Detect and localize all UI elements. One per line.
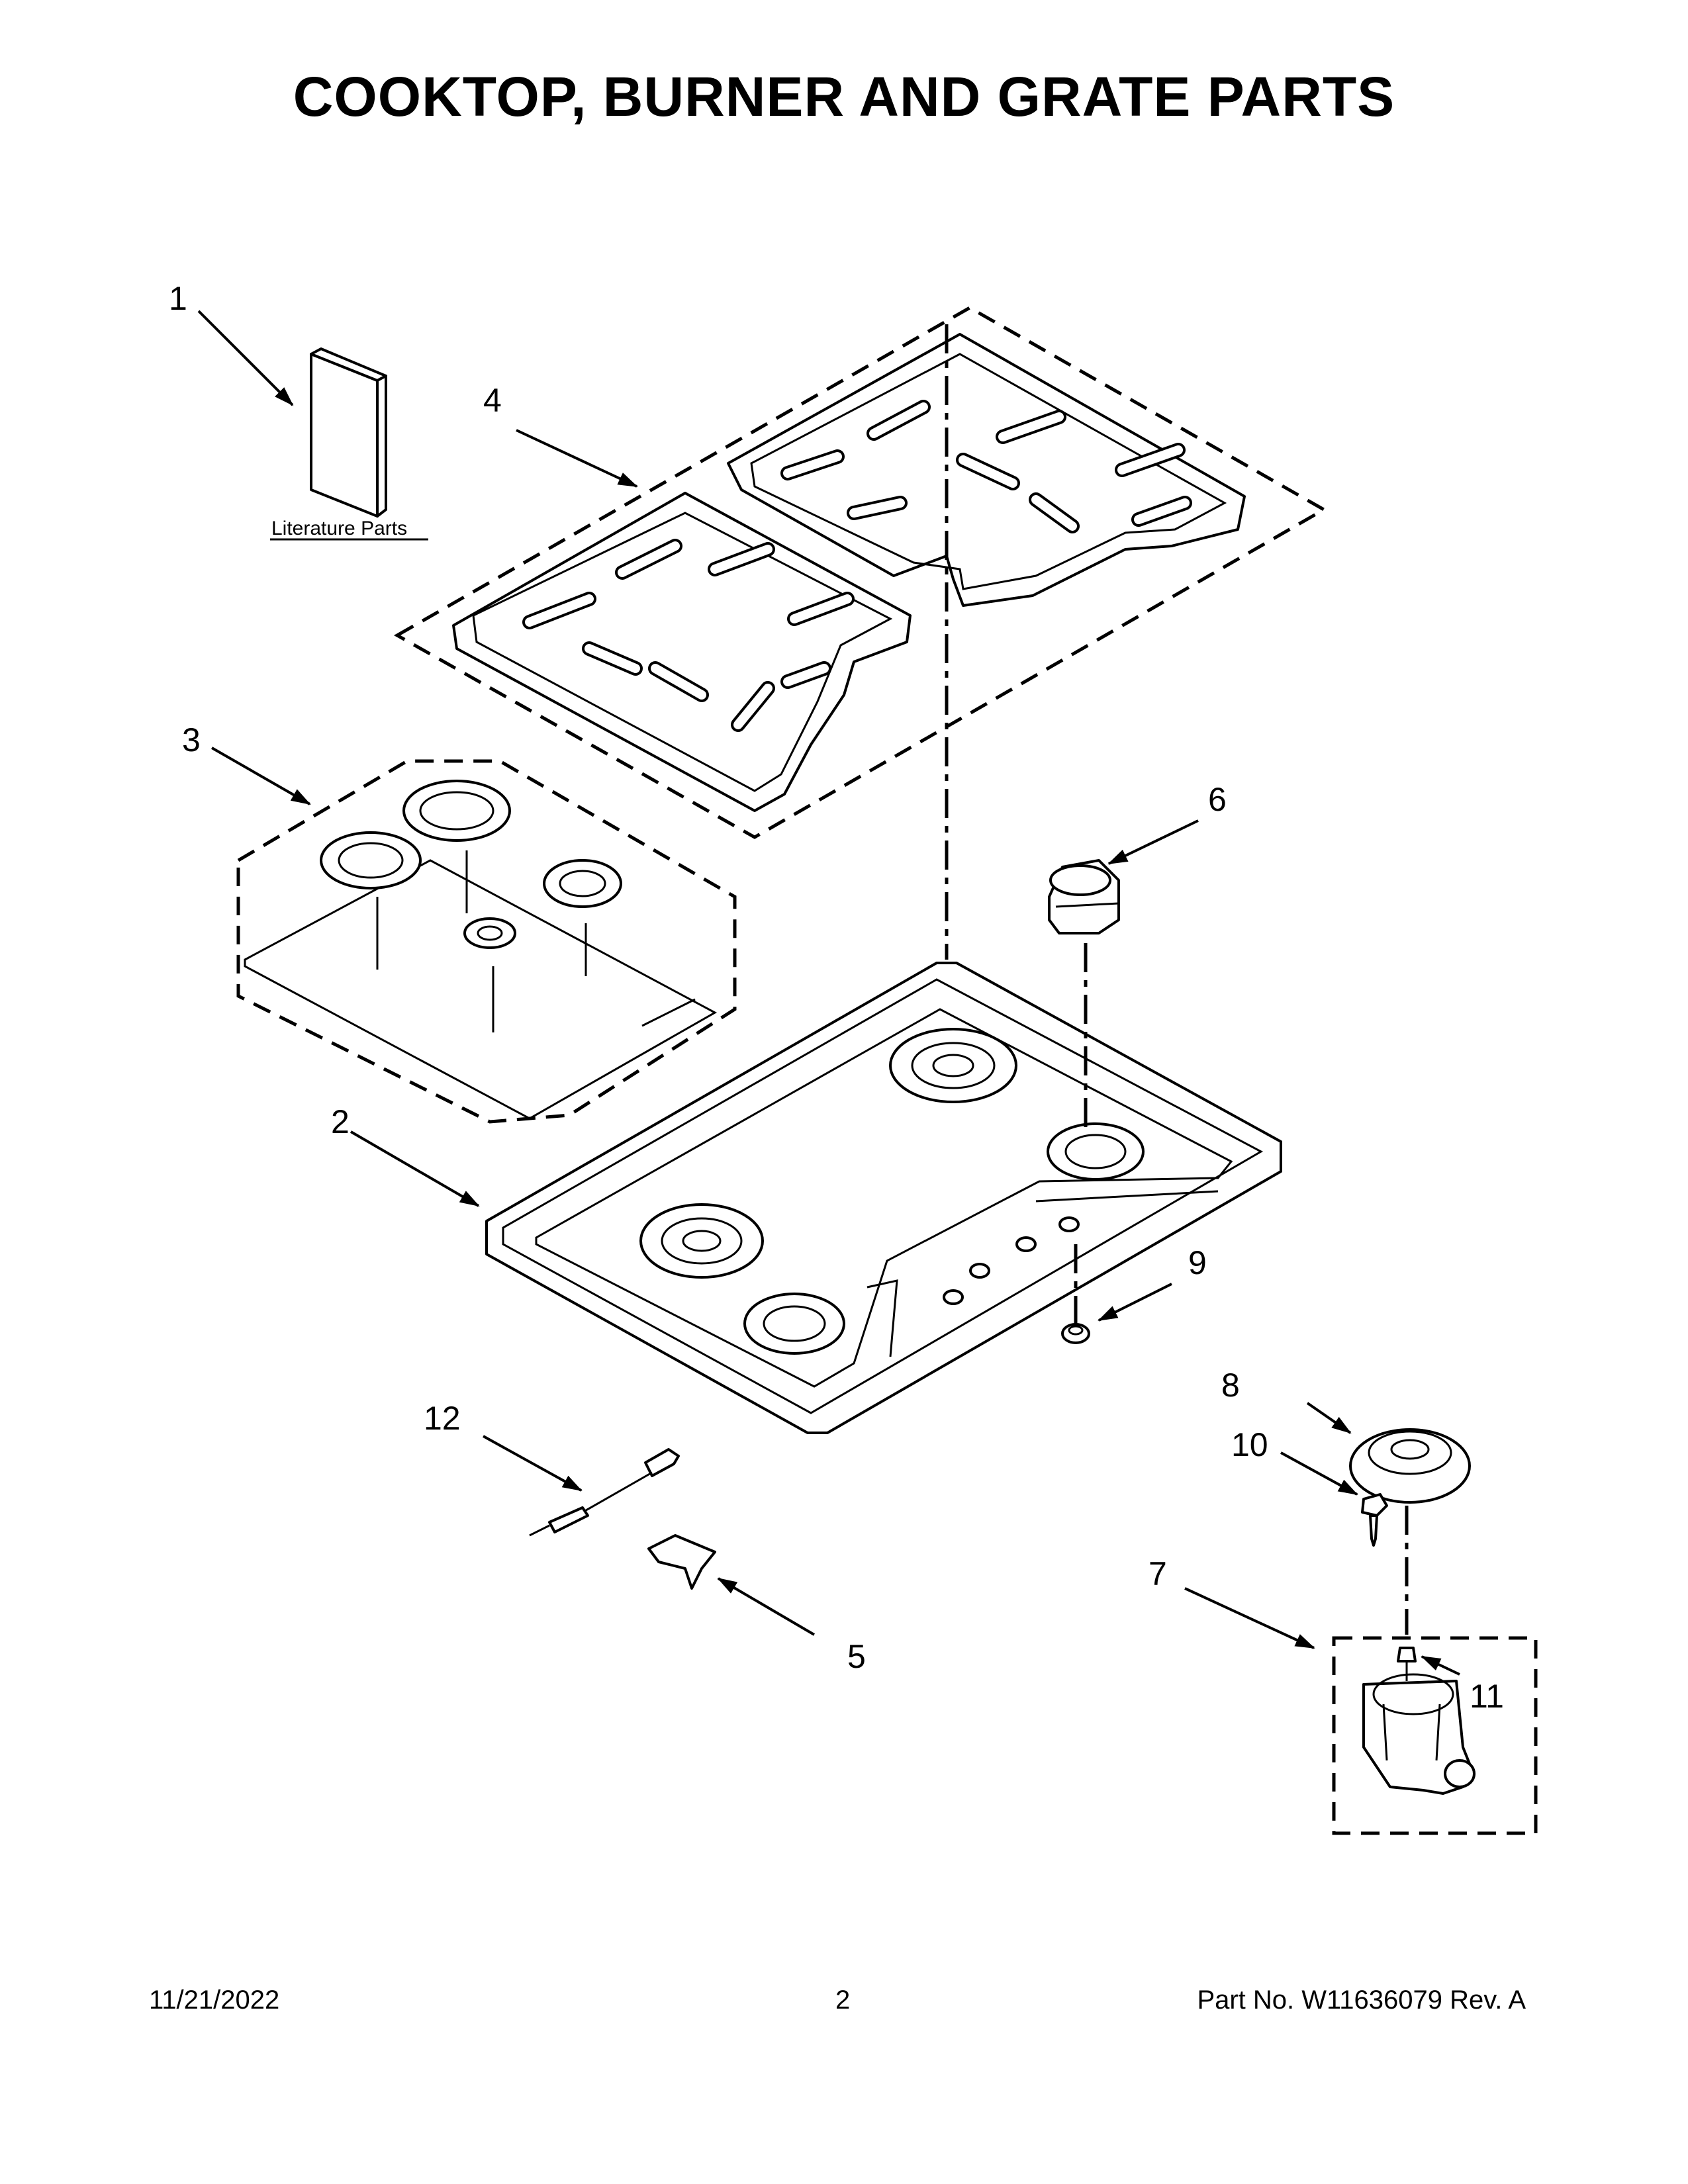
callout-9: 9 (1188, 1244, 1207, 1281)
control-knob (1048, 819, 1199, 1135)
leader-line-6 (1107, 819, 1199, 865)
leader-line-5 (717, 1577, 816, 1636)
burner-base-outline (1332, 1636, 1538, 1835)
callout-2: 2 (331, 1103, 350, 1140)
leader-line-4 (516, 429, 638, 488)
igniter-clip (647, 1534, 816, 1636)
valve-holes (943, 1216, 1080, 1305)
literature-parts-label: Literature Parts (271, 518, 407, 539)
burner-cap-kit (211, 747, 737, 1124)
grate-kit-outline (393, 306, 1328, 839)
igniter-electrode (483, 1435, 680, 1537)
page-title: COOKTOP, BURNER AND GRATE PARTS (293, 66, 1395, 128)
burner-cap-medium-right (543, 859, 622, 976)
burner-opening-right-rear (889, 1028, 1017, 1103)
burner-opening-left-front (743, 1293, 845, 1355)
orifice (1397, 1647, 1460, 1681)
burner-opening-right-front (1047, 1122, 1145, 1181)
leader-line-3 (211, 747, 311, 805)
burner-base-kit (1184, 1587, 1538, 1835)
leader-line-7 (1184, 1587, 1315, 1649)
callout-6: 6 (1208, 781, 1227, 818)
left-grate (452, 492, 912, 812)
burner-opening-left-rear (639, 1203, 764, 1279)
leader-line-12 (483, 1435, 583, 1492)
leader-line-8 (1306, 1402, 1352, 1434)
burner-cap-large-top (402, 780, 511, 913)
cooktop-panel (350, 962, 1282, 1434)
leader-line-9 (1098, 1283, 1172, 1322)
leader-line-11 (1421, 1655, 1460, 1676)
callout-12: 12 (424, 1400, 461, 1437)
burner-cap-large-left (320, 831, 422, 970)
callout-10: 10 (1231, 1426, 1268, 1463)
burner-head (1306, 1402, 1471, 1504)
callout-3: 3 (182, 721, 201, 758)
knob-grommet (1061, 1244, 1172, 1344)
leader-line-2 (350, 1130, 480, 1207)
callout-8: 8 (1221, 1367, 1240, 1404)
burner-cap-small-center (463, 917, 516, 1032)
leader-line-10 (1280, 1451, 1358, 1496)
callout-4: 4 (483, 382, 502, 419)
callout-7: 7 (1149, 1555, 1167, 1592)
footer-part-number: Part No. W11636079 Rev. A (1197, 1985, 1526, 2015)
callout-11: 11 (1470, 1678, 1504, 1715)
leader-line-1 (197, 310, 294, 406)
grate-set (393, 306, 1328, 839)
callout-5: 5 (847, 1638, 866, 1675)
footer-page-number: 2 (835, 1985, 851, 2015)
callout-1: 1 (169, 280, 187, 317)
literature-parts-booklet (197, 310, 387, 518)
burner-kit-outline (236, 759, 737, 1124)
burner-screw (1280, 1451, 1388, 1547)
footer-date: 11/21/2022 (149, 1985, 280, 2015)
